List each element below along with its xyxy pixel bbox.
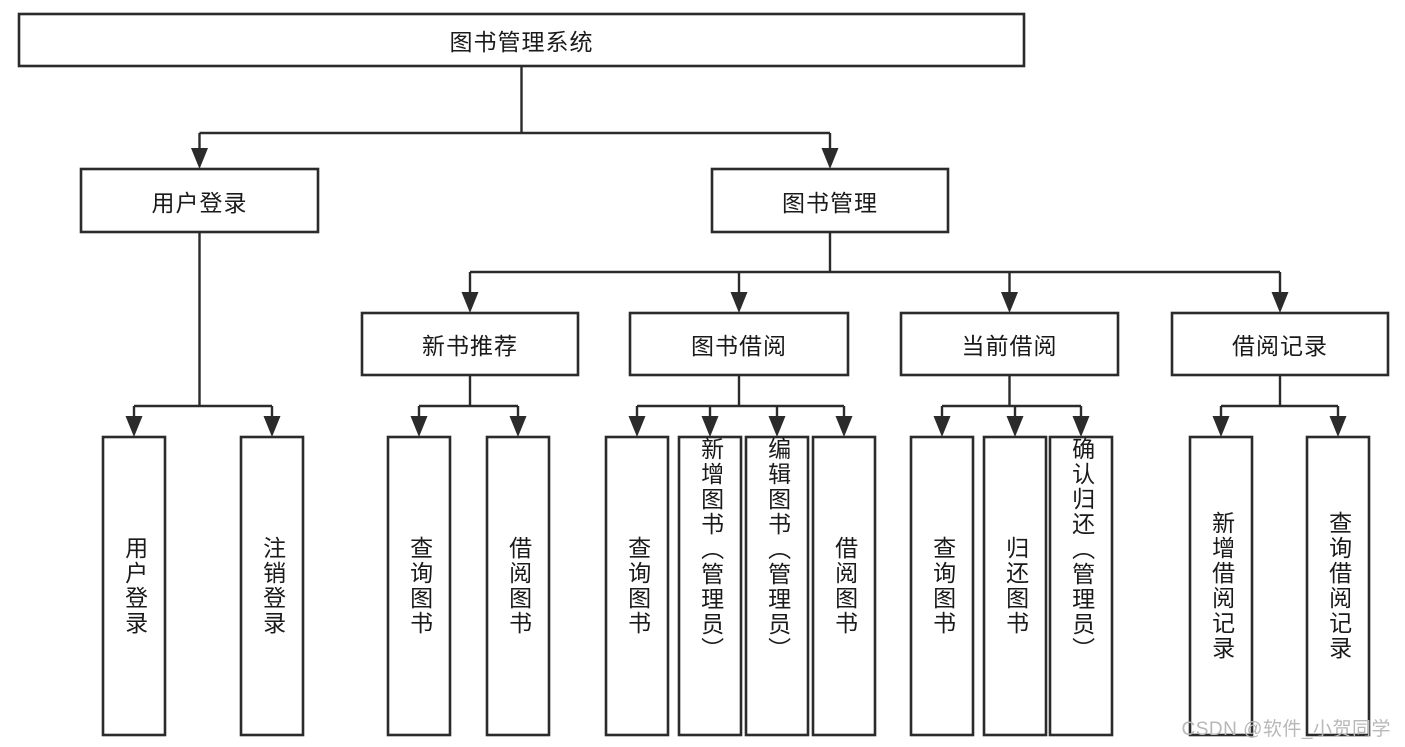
arrowhead-book-borrow bbox=[730, 292, 748, 313]
node-box-book-management[interactable] bbox=[710, 167, 950, 234]
node-box-current-borrow[interactable] bbox=[899, 311, 1120, 377]
arrowhead-leaf-borrow-book bbox=[835, 416, 853, 437]
node-box-leaf-return-book[interactable] bbox=[982, 435, 1048, 737]
connector-group-root bbox=[191, 66, 839, 169]
connector-group-current-borrow bbox=[933, 375, 1090, 437]
node-box-leaf-query-book-recommend[interactable] bbox=[386, 435, 452, 737]
connector-group-borrow-record bbox=[1212, 375, 1347, 437]
node-box-leaf-edit-book-admin[interactable] bbox=[744, 435, 810, 737]
arrowhead-leaf-borrow-book-recommend bbox=[509, 416, 527, 437]
node-box-leaf-logout-login[interactable] bbox=[239, 435, 305, 737]
arrowhead-leaf-logout-login bbox=[263, 416, 281, 437]
arrowhead-leaf-edit-book-admin bbox=[768, 416, 786, 437]
node-box-leaf-add-borrow-record[interactable] bbox=[1188, 435, 1254, 737]
node-box-leaf-user-login[interactable] bbox=[101, 435, 167, 737]
connector-group-user-login bbox=[125, 232, 281, 437]
node-box-leaf-borrow-book-recommend[interactable] bbox=[485, 435, 551, 737]
arrowhead-user-login bbox=[191, 148, 208, 169]
connector-group-new-book-recommend bbox=[410, 375, 527, 437]
node-box-borrow-record[interactable] bbox=[1170, 311, 1390, 377]
arrowhead-leaf-user-login bbox=[125, 416, 143, 437]
node-box-leaf-add-book-admin[interactable] bbox=[677, 435, 743, 737]
arrowhead-new-book-recommend bbox=[461, 292, 479, 313]
node-box-leaf-query-book-borrow[interactable] bbox=[604, 435, 670, 737]
node-box-new-book-recommend[interactable] bbox=[360, 311, 580, 377]
arrowhead-leaf-return-book bbox=[1006, 416, 1024, 437]
arrowhead-leaf-query-book-borrow bbox=[628, 416, 646, 437]
node-box-leaf-borrow-book[interactable] bbox=[811, 435, 877, 737]
arrowhead-leaf-add-book-admin bbox=[701, 416, 719, 437]
node-box-user-login[interactable] bbox=[79, 167, 320, 234]
node-box-leaf-query-book-current[interactable] bbox=[909, 435, 975, 737]
arrowhead-current-borrow bbox=[1001, 292, 1018, 313]
node-box-book-borrow[interactable] bbox=[628, 311, 850, 377]
node-box-leaf-query-borrow-record[interactable] bbox=[1305, 435, 1371, 737]
node-box-leaf-confirm-return-admin[interactable] bbox=[1048, 435, 1114, 737]
arrowhead-borrow-record bbox=[1271, 292, 1289, 313]
arrowhead-book-management bbox=[821, 148, 839, 169]
connector-group-book-management bbox=[461, 232, 1289, 313]
arrowhead-leaf-query-book-current bbox=[933, 416, 951, 437]
arrowhead-leaf-query-book-recommend bbox=[410, 416, 428, 437]
arrowhead-leaf-add-borrow-record bbox=[1212, 416, 1230, 437]
connector-group-book-borrow bbox=[628, 375, 853, 437]
arrowhead-leaf-confirm-return-admin bbox=[1072, 416, 1090, 437]
arrowhead-leaf-query-borrow-record bbox=[1329, 416, 1347, 437]
node-box-root[interactable] bbox=[17, 12, 1026, 68]
